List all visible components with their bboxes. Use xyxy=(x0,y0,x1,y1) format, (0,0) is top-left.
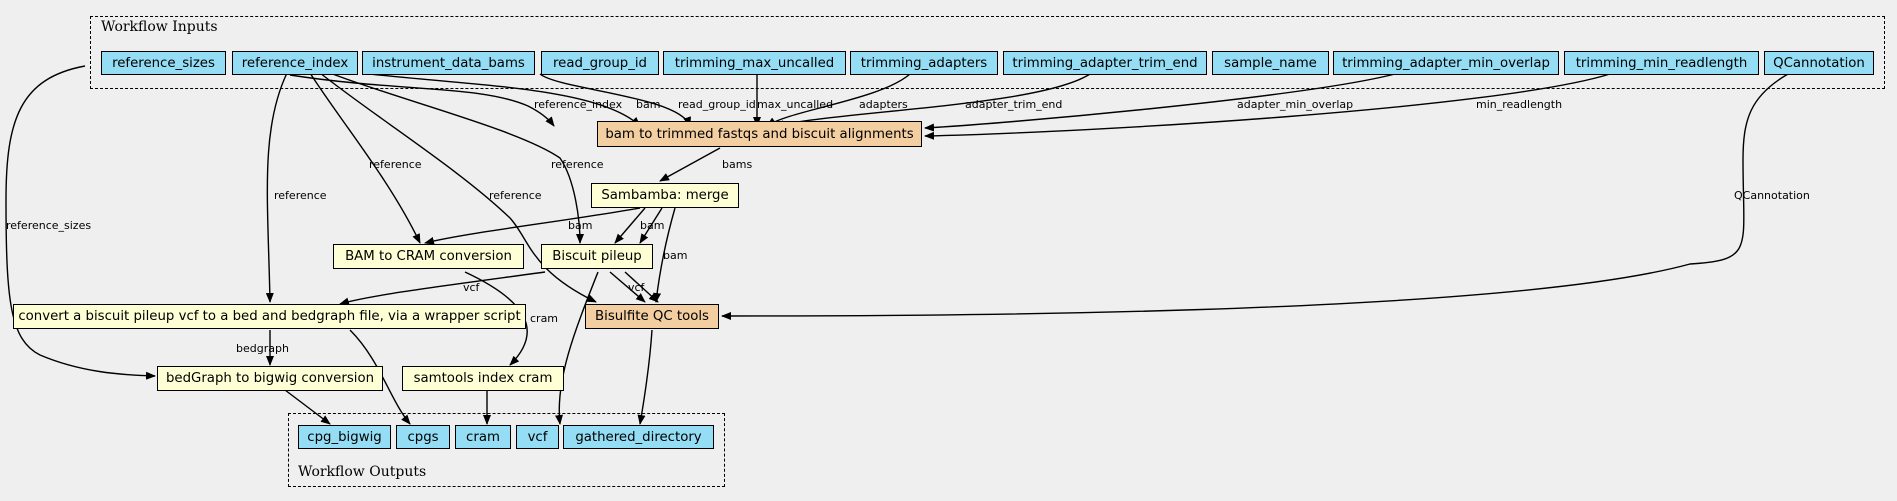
edge-trim-end-to-trimmed xyxy=(774,73,1091,129)
edge-min-readlength-to-trimmed xyxy=(924,73,1611,140)
step-bam-to-cram[interactable]: BAM to CRAM conversion xyxy=(333,244,524,269)
edge-label-reference-1: reference xyxy=(274,189,327,202)
input-read-group-id[interactable]: read_group_id xyxy=(541,51,659,75)
edge-label-max-uncalled: max_uncalled xyxy=(757,98,833,111)
edge-label-adapter-trim-end: adapter_trim_end xyxy=(965,98,1062,111)
edge-label-read-group-id: read_group_id xyxy=(678,98,756,111)
edge-pileup-to-convert xyxy=(339,271,546,306)
workflow-outputs-label: Workflow Outputs xyxy=(298,464,427,480)
edge-label-reference-index: reference_index xyxy=(534,98,623,111)
edge-label-reference-sizes: reference_sizes xyxy=(6,219,91,232)
input-trimming-adapter-trim-end[interactable]: trimming_adapter_trim_end xyxy=(1003,51,1207,75)
edge-qcannotation-to-qc xyxy=(721,73,1789,320)
input-trimming-adapters[interactable]: trimming_adapters xyxy=(850,51,998,75)
edge-label-reference-2: reference xyxy=(369,158,422,171)
step-bam-to-trimmed[interactable]: bam to trimmed fastqs and biscuit alignm… xyxy=(597,121,922,147)
edge-label-bam-top: bam xyxy=(636,98,660,111)
edge-label-bedgraph: bedgraph xyxy=(236,342,289,355)
edge-bigwig-to-output xyxy=(284,389,331,425)
edge-label-bam-pileup: bam xyxy=(640,219,664,232)
input-trimming-adapter-min-overlap[interactable]: trimming_adapter_min_overlap xyxy=(1333,51,1559,75)
input-trimming-max-uncalled[interactable]: trimming_max_uncalled xyxy=(663,51,846,75)
edge-pileup-to-qc xyxy=(609,271,646,303)
edge-label-qcannotation: QCannotation xyxy=(1734,189,1810,202)
edge-label-adapter-min-overlap: adapter_min_overlap xyxy=(1237,98,1353,111)
output-vcf[interactable]: vcf xyxy=(516,425,559,449)
edge-label-vcf-convert: vcf xyxy=(463,281,481,294)
step-bisulfite-qc[interactable]: Bisulfite QC tools xyxy=(585,304,719,329)
edge-label-bam-qc: bam xyxy=(663,249,687,262)
input-qcannotation[interactable]: QCannotation xyxy=(1764,51,1874,75)
step-samtools-index[interactable]: samtools index cram xyxy=(402,366,564,391)
edge-label-min-readlength: min_readlength xyxy=(1476,98,1562,111)
workflow-outputs-cluster: Workflow Outputs xyxy=(288,413,725,487)
input-trimming-min-readlength[interactable]: trimming_min_readlength xyxy=(1564,51,1759,75)
edge-sambamba-to-cram xyxy=(424,207,641,245)
edge-min-overlap-to-trimmed xyxy=(924,73,1396,132)
edge-sizes-to-bigwig xyxy=(5,65,156,380)
step-biscuit-pileup[interactable]: Biscuit pileup xyxy=(541,244,653,269)
edge-trimmed-to-sambamba xyxy=(659,147,721,182)
edge-read-group-to-trimmed xyxy=(539,73,691,127)
edge-pileup-to-qc-2 xyxy=(624,271,659,303)
step-convert-vcf[interactable]: convert a biscuit pileup vcf to a bed an… xyxy=(13,304,526,329)
step-bedgraph-to-bigwig[interactable]: bedGraph to bigwig conversion xyxy=(157,366,383,391)
edge-label-adapters: adapters xyxy=(859,98,908,111)
edge-label-cram: cram xyxy=(530,312,558,325)
input-reference-sizes[interactable]: reference_sizes xyxy=(101,51,226,75)
edge-label-reference-4: reference xyxy=(551,158,604,171)
input-instrument-data-bams[interactable]: instrument_data_bams xyxy=(362,51,535,75)
workflow-inputs-cluster: Workflow Inputs xyxy=(90,16,1885,89)
output-cpgs[interactable]: cpgs xyxy=(396,425,450,449)
edge-ref-to-convert xyxy=(265,72,288,303)
input-sample-name[interactable]: sample_name xyxy=(1212,51,1329,75)
output-gathered-directory[interactable]: gathered_directory xyxy=(563,425,714,449)
workflow-inputs-label: Workflow Inputs xyxy=(101,19,218,35)
output-cram[interactable]: cram xyxy=(455,425,511,449)
edge-pileup-to-vcf xyxy=(555,271,599,425)
edge-sambamba-to-pileup xyxy=(614,207,646,244)
edge-qc-to-gathered xyxy=(637,329,653,425)
edge-convert-to-cpgs xyxy=(349,329,411,425)
step-sambamba-merge[interactable]: Sambamba: merge xyxy=(591,183,739,208)
edge-sambamba-to-pileup-2 xyxy=(639,207,663,244)
edge-label-bams: bams xyxy=(722,158,752,171)
edge-label-vcf-qc: vcf xyxy=(628,281,646,294)
edge-ref-to-pileup xyxy=(329,72,584,244)
edge-label-reference-3: reference xyxy=(489,189,542,202)
output-cpg-bigwig[interactable]: cpg_bigwig xyxy=(298,425,391,449)
edge-instrument-bams-to-trimmed xyxy=(369,73,641,127)
input-reference-index[interactable]: reference_index xyxy=(232,51,358,75)
edge-label-bam-cram: bam xyxy=(568,219,592,232)
edge-ref-to-cram xyxy=(309,72,421,244)
